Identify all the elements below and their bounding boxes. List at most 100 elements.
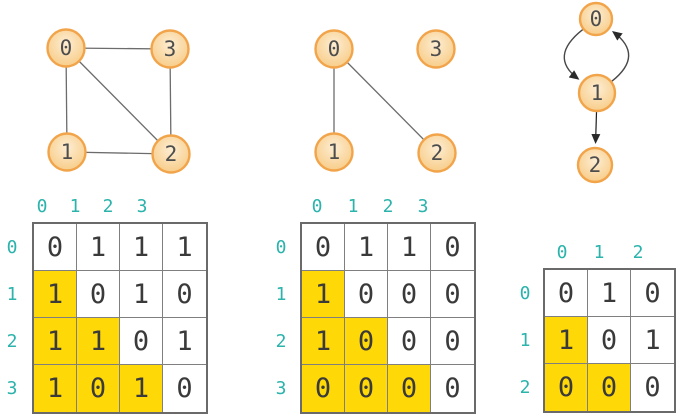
node-label: 2: [165, 142, 178, 166]
matrix-1-cell-r1c0: 1: [34, 271, 77, 318]
matrix-1-cell-r0c3: 1: [163, 224, 206, 271]
matrix-col-header: 0: [36, 196, 48, 217]
matrix-col-header: 1: [347, 196, 359, 217]
graph-2-node-2: [417, 133, 457, 173]
matrix-2-cell-r0c2: 1: [388, 224, 431, 271]
matrix-row-header: 3: [275, 377, 287, 399]
matrix-row-header: 0: [6, 236, 18, 258]
directed-edge-arrow: [611, 30, 630, 82]
directed-edge-arrow: [591, 111, 601, 144]
matrix-1-cell-r3c0: 1: [34, 365, 77, 412]
matrix-1-cell-r1c1: 0: [77, 271, 120, 318]
graph-1-node-2: [151, 134, 191, 174]
matrix-row-header: 2: [6, 330, 18, 352]
matrix-col-header: 2: [632, 242, 644, 263]
graph-3-directed: 0 1 2: [563, 1, 630, 184]
matrix-1-cell-r2c0: 1: [34, 318, 77, 365]
matrix-1-cell-r0c1: 1: [77, 224, 120, 271]
matrix-row-header: 0: [519, 282, 531, 304]
matrix-1-cell-r2c2: 0: [120, 318, 163, 365]
node-label: 1: [61, 140, 74, 164]
graphs-canvas: 0 1 2 3 0 1 2 3 0 1 2: [46, 1, 630, 184]
matrix-1-cell-r2c3: 1: [163, 318, 206, 365]
node-label: 2: [589, 153, 602, 177]
matrix-1-cell-r3c1: 0: [77, 365, 120, 412]
graph-2-node-1: [314, 132, 354, 172]
graph-2-node-0: [314, 29, 354, 69]
node-label: 0: [60, 36, 73, 60]
node-label: 1: [328, 140, 341, 164]
matrix-row-header: 3: [6, 377, 18, 399]
matrix-col-header: 0: [311, 196, 323, 217]
matrix-row-header: 1: [6, 283, 18, 305]
matrix-col-header: 2: [382, 196, 394, 217]
matrix-2-cell-r2c0: 1: [302, 318, 345, 365]
node-label: 3: [164, 37, 177, 61]
matrix-2-cell-r1c0: 1: [302, 271, 345, 318]
matrix-3-cell-r2c1: 0: [588, 364, 631, 411]
graph-2-undirected: 0 1 2 3: [314, 29, 457, 173]
matrix-3-cell-r0c1: 1: [588, 270, 631, 317]
matrix-col-header: 3: [417, 196, 429, 217]
matrix-3-cell-r1c1: 0: [588, 317, 631, 364]
matrix-3-cell-r1c2: 1: [631, 317, 674, 364]
graph-3-node-1: [577, 73, 617, 113]
directed-edge-arrow: [563, 29, 584, 80]
matrix-row-header: 1: [275, 283, 287, 305]
matrix-2-cell-r0c0: 0: [302, 224, 345, 271]
matrix-2-cell-r3c1: 0: [345, 365, 388, 412]
matrix-1-cell-r1c2: 1: [120, 271, 163, 318]
node-label: 0: [328, 37, 341, 61]
matrix-col-header: 1: [69, 196, 81, 217]
matrix-1-cell-r1c3: 0: [163, 271, 206, 318]
matrix-1-cell-r3c3: 0: [163, 365, 206, 412]
node-label: 1: [591, 81, 604, 105]
edge-line: [65, 47, 172, 155]
graph-3-node-0: [578, 1, 614, 37]
matrix-3-cell-r2c2: 0: [631, 364, 674, 411]
matrix-3-cell-r1c0: 1: [545, 317, 588, 364]
matrix-col-header: 0: [556, 242, 568, 263]
matrix-3-cell-r0c2: 0: [631, 270, 674, 317]
matrix-col-header: 3: [136, 196, 148, 217]
matrix-row-header: 1: [519, 329, 531, 351]
matrix-2-cell-r3c3: 0: [431, 365, 474, 412]
matrix-row-header: 2: [519, 376, 531, 398]
edge-line: [333, 48, 438, 154]
matrix-2-cell-r0c1: 1: [345, 224, 388, 271]
matrix-2-cell-r2c3: 0: [431, 318, 474, 365]
node-label: 0: [590, 7, 603, 31]
graph-2-node-3: [416, 29, 456, 69]
matrix-col-header: 1: [593, 242, 605, 263]
matrix-1-cell-r3c2: 1: [120, 365, 163, 412]
matrix-2-cell-r3c2: 0: [388, 365, 431, 412]
graph-1-undirected: 0 1 2 3: [46, 28, 191, 174]
matrix-1-cell-r0c0: 0: [34, 224, 77, 271]
graph-3-node-2: [576, 146, 614, 184]
matrix-3-cell-r2c0: 0: [545, 364, 588, 411]
matrix-2-cell-r1c2: 0: [388, 271, 431, 318]
matrix-2-cell-r2c1: 0: [345, 318, 388, 365]
matrix-1-cell-r0c2: 1: [120, 224, 163, 271]
matrix-3-cell-r0c0: 0: [545, 270, 588, 317]
node-label: 3: [430, 37, 443, 61]
matrix-2-cell-r0c3: 0: [431, 224, 474, 271]
graph-1-node-0: [46, 28, 86, 68]
graph-1-node-1: [47, 132, 87, 172]
matrix-2-cell-r2c2: 0: [388, 318, 431, 365]
matrix-2-cell-r1c3: 0: [431, 271, 474, 318]
matrix-1-cell-r2c1: 1: [77, 318, 120, 365]
matrix-col-header: 2: [102, 196, 114, 217]
node-label: 2: [431, 141, 444, 165]
matrix-row-header: 2: [275, 330, 287, 352]
matrix-2-cell-r1c1: 0: [345, 271, 388, 318]
graph-1-node-3: [150, 29, 190, 69]
matrix-row-header: 0: [275, 236, 287, 258]
matrix-2-cell-r3c0: 0: [302, 365, 345, 412]
